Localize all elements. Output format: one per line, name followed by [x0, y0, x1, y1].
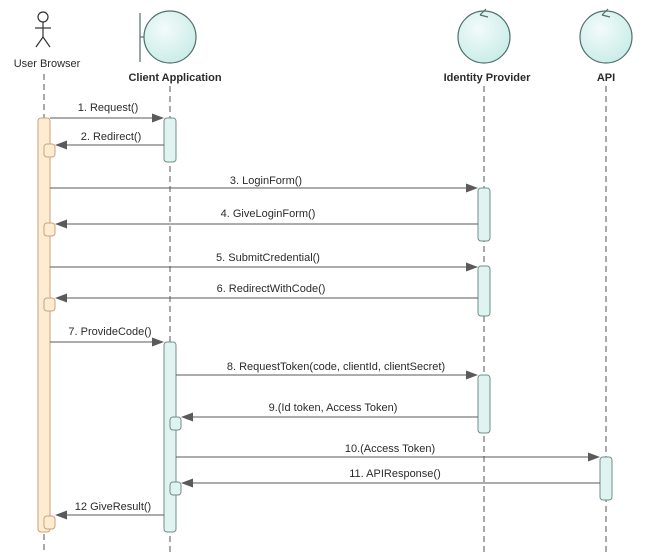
stick-figure-icon — [35, 11, 51, 48]
activation-idp-2 — [477, 265, 491, 317]
activation-idp-1 — [477, 187, 491, 242]
message-label: 12 GiveResult() — [75, 501, 151, 513]
message-label: 2. Redirect() — [81, 131, 142, 143]
participant-name: Client Application — [128, 72, 221, 84]
message-label: 11. APIResponse() — [349, 468, 441, 480]
control-icon — [457, 8, 511, 64]
activation-nub — [43, 222, 56, 237]
message-label: 5. SubmitCredential() — [216, 252, 320, 264]
message-11: 11. APIResponse() — [181, 468, 600, 488]
message-label: 3. LoginForm() — [230, 175, 302, 187]
message-9: 9.(Id token, Access Token) — [181, 402, 478, 422]
message-2: 2. Redirect() — [55, 131, 164, 150]
message-8: 8. RequestToken(code, clientId, clientSe… — [176, 361, 478, 380]
message-label: 8. RequestToken(code, clientId, clientSe… — [227, 361, 445, 373]
actor-user-browser: User Browser — [14, 11, 81, 70]
activation-idp-3 — [477, 374, 491, 434]
message-10: 10.(Access Token) — [176, 443, 600, 462]
participant-name: Identity Provider — [444, 72, 532, 84]
participant-name: User Browser — [14, 58, 81, 70]
message-4: 4. GiveLoginForm() — [55, 208, 478, 229]
activation-nub — [169, 416, 182, 431]
boundary-icon — [139, 10, 197, 64]
activation-client-2 — [163, 341, 177, 533]
control-icon — [579, 8, 633, 64]
activation-nub — [43, 515, 56, 530]
control-api: API — [579, 8, 633, 84]
boundary-client-application: Client Application — [128, 10, 222, 84]
participant-name: API — [597, 72, 615, 84]
activation-nub — [169, 481, 182, 496]
activation-nub — [43, 143, 56, 158]
message-label: 10.(Access Token) — [345, 443, 435, 455]
control-identity-provider: Identity Provider — [444, 8, 532, 84]
message-label: 1. Request() — [78, 102, 139, 114]
message-5: 5. SubmitCredential() — [50, 252, 478, 272]
message-6: 6. RedirectWithCode() — [55, 283, 478, 303]
message-label: 6. RedirectWithCode() — [217, 283, 326, 295]
activation-client-1 — [163, 117, 177, 163]
message-3: 3. LoginForm() — [50, 175, 478, 193]
activation-api-1 — [599, 456, 613, 501]
message-1: 1. Request() — [50, 102, 164, 123]
message-7: 7. ProvideCode() — [50, 326, 164, 347]
message-label: 4. GiveLoginForm() — [221, 208, 316, 220]
message-12: 12 GiveResult() — [55, 501, 164, 520]
activation-user-browser — [37, 117, 51, 533]
activation-nub — [43, 297, 56, 312]
message-label: 9.(Id token, Access Token) — [269, 402, 398, 414]
message-label: 7. ProvideCode() — [68, 326, 151, 338]
